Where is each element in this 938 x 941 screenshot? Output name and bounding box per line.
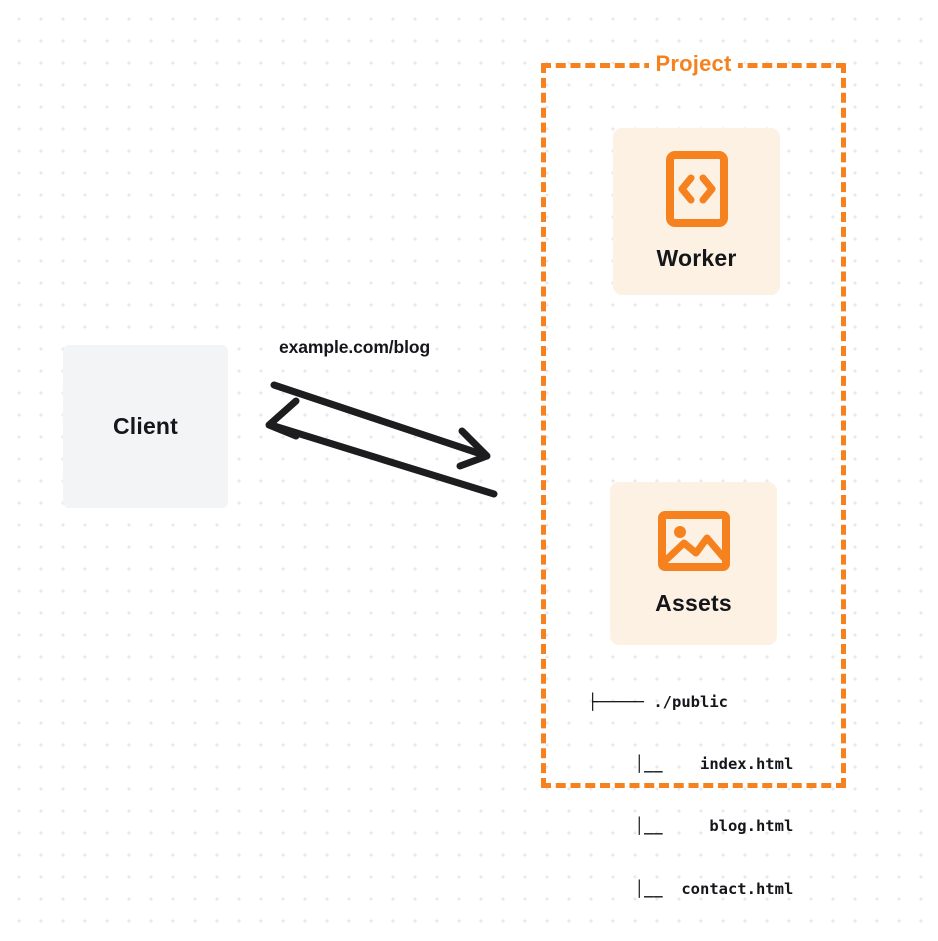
client-node[interactable]: Client <box>63 345 228 508</box>
file-tree-line: │__ contact.html <box>588 879 794 898</box>
assets-file-tree: ├───── ./public │__ index.html │__ blog.… <box>588 650 793 941</box>
project-title-label: Project <box>648 51 739 77</box>
image-icon <box>657 510 730 572</box>
assets-node-label: Assets <box>655 590 732 616</box>
code-brackets-icon <box>665 151 728 227</box>
worker-node-label: Worker <box>656 245 737 271</box>
response-arrow-icon <box>265 397 498 498</box>
file-tree-line: │__ index.html <box>588 754 794 773</box>
connection-url-label: example.com/blog <box>279 337 431 357</box>
client-node-label: Client <box>112 413 179 439</box>
project-container: Project <box>541 51 846 788</box>
assets-node[interactable]: Assets <box>610 482 777 645</box>
worker-node[interactable]: Worker <box>613 128 780 295</box>
file-tree-line: │__ blog.html <box>588 817 794 836</box>
file-tree-line: ├───── ./public <box>588 692 728 711</box>
diagram-canvas: Client example.com/blog Project Worker <box>63 51 846 898</box>
request-arrow-icon <box>270 381 491 470</box>
